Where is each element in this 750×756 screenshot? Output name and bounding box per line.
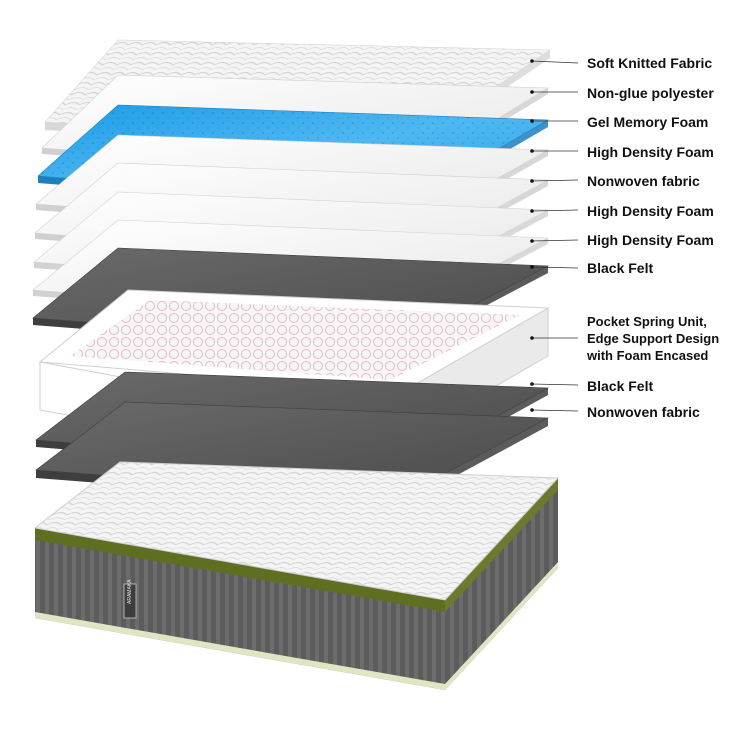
mattress-side-front <box>35 528 445 690</box>
leader-dot <box>530 59 534 63</box>
layer-label-line: Pocket Spring Unit, <box>587 314 707 329</box>
leader-dot <box>530 265 534 269</box>
spring-coil-tops <box>70 300 520 380</box>
leader-dot <box>530 382 534 386</box>
layer-label-line: Edge Support Design <box>587 331 720 346</box>
layer-label: Black Felt <box>587 260 653 276</box>
brand-label: ARAMAKA <box>127 579 133 604</box>
layer-label-line: High Density Foam <box>587 203 714 219</box>
mattress-bottom-band-side <box>445 562 558 690</box>
leader-dot <box>530 336 534 340</box>
layer-label: High Density Foam <box>587 232 714 248</box>
leader-dot <box>530 179 534 183</box>
layer-label: Nonwoven fabric <box>587 173 700 189</box>
layer-label-line: Non-glue polyester <box>587 85 714 101</box>
leader-line <box>531 60 579 64</box>
layer-label-line: Nonwoven fabric <box>587 404 700 420</box>
leader-dot <box>530 149 534 153</box>
finished-mattress <box>33 461 560 690</box>
brand-group: ARAMAKA <box>127 579 133 604</box>
mattress-side-right <box>445 478 558 690</box>
layer-label-line: Soft Knitted Fabric <box>587 55 713 71</box>
layer-label: Black Felt <box>587 378 653 394</box>
layer-label-line: Black Felt <box>587 260 654 276</box>
leader-line <box>531 209 579 212</box>
leader-dot <box>530 408 534 412</box>
layer-label: Soft Knitted Fabric <box>587 55 712 71</box>
layer-label-line: Gel Memory Foam <box>587 114 709 130</box>
leader-line <box>531 383 579 386</box>
leader-line <box>531 409 579 412</box>
layer-label: Pocket Spring Unit, Edge Support Design wi… <box>587 313 747 364</box>
layer-label-line: High Density Foam <box>587 232 714 248</box>
layer-label: High Density Foam <box>587 203 714 219</box>
mattress-band-side <box>445 478 558 612</box>
layer-label-line: Nonwoven fabric <box>587 173 700 189</box>
mattress-bottom-band-front <box>35 612 445 690</box>
leader-line <box>531 179 579 182</box>
leader-line <box>531 239 579 242</box>
leader-dot <box>530 90 534 94</box>
layer-label: High Density Foam <box>587 144 714 160</box>
leader-dot <box>530 119 534 123</box>
leader-dot <box>530 239 534 243</box>
layer-label: Nonwoven fabric <box>587 404 700 420</box>
leader-dot <box>530 209 534 213</box>
mattress-top <box>33 461 560 601</box>
layer-label-line: Black Felt <box>587 378 654 394</box>
layer-label-line: High Density Foam <box>587 144 714 160</box>
leaders-group <box>530 59 579 412</box>
mattress-band-front <box>35 528 445 612</box>
layer-label: Non-glue polyester <box>587 85 714 101</box>
layers-group <box>32 39 560 690</box>
brand-tag <box>123 583 137 619</box>
leader-line <box>531 266 579 269</box>
layer-label-line: with Foam Encased <box>587 348 709 363</box>
layer-label: Gel Memory Foam <box>587 114 708 130</box>
